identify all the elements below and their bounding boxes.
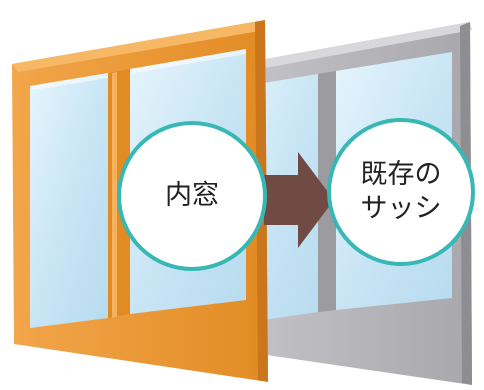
existing-sash-label-line1: 既存の [360,159,442,191]
existing-sash-bubble: 既存の サッシ [327,118,475,266]
existing-sash-label-line2: サッシ [360,193,442,224]
inner-window-label: 内窓 [165,180,219,212]
right-arrow-icon [264,152,334,248]
inner-window-bubble: 内窓 [117,121,267,271]
